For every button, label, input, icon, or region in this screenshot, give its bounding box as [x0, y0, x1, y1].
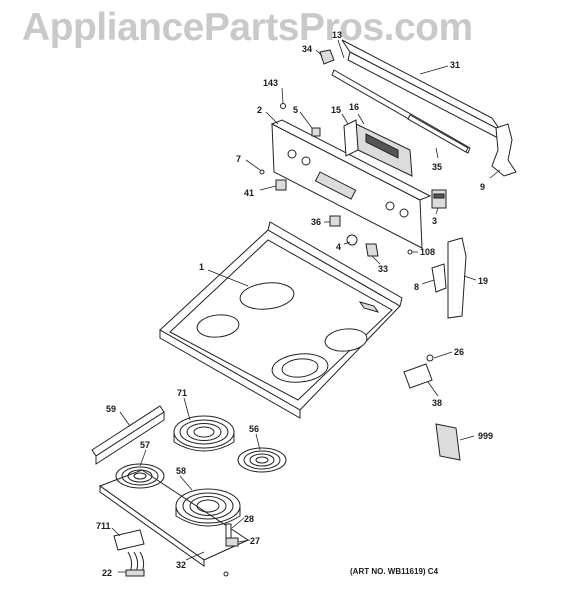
part-56-element[interactable] — [237, 447, 287, 473]
part-108-screw[interactable] — [407, 249, 413, 255]
part-3-switch[interactable] — [431, 189, 447, 209]
part-7-screw[interactable] — [259, 169, 265, 175]
part-34-clip[interactable] — [319, 49, 335, 65]
label-57: 57 — [140, 440, 150, 450]
label-7: 7 — [236, 154, 241, 164]
label-33: 33 — [378, 264, 388, 274]
part-9-bracket[interactable] — [491, 123, 517, 177]
label-15: 15 — [331, 105, 341, 115]
part-711-receptacle[interactable] — [113, 529, 145, 551]
part-1-cooktop[interactable] — [159, 221, 403, 419]
label-711: 711 — [96, 521, 111, 531]
label-108: 108 — [420, 247, 435, 257]
part-58-element[interactable] — [175, 488, 241, 527]
part-36-knob[interactable] — [329, 215, 341, 227]
label-143: 143 — [263, 78, 278, 88]
part-5-knob[interactable] — [311, 127, 321, 137]
part-26-screw[interactable] — [426, 354, 434, 362]
label-5: 5 — [293, 105, 298, 115]
part-4-knob[interactable] — [346, 234, 358, 246]
label-59: 59 — [106, 404, 116, 414]
label-26: 26 — [454, 347, 464, 357]
part-27-clip[interactable] — [225, 537, 239, 547]
label-1: 1 — [199, 262, 204, 272]
label-4: 4 — [336, 242, 341, 252]
label-9: 9 — [480, 182, 485, 192]
part-22-wire-harness[interactable] — [125, 551, 145, 577]
label-3: 3 — [432, 216, 437, 226]
part-8-bracket[interactable] — [431, 263, 447, 293]
part-143-screw[interactable] — [280, 103, 286, 109]
label-19: 19 — [478, 276, 488, 286]
art-number: (ART NO. WB11619) C4 — [350, 567, 439, 576]
label-31: 31 — [450, 60, 460, 70]
part-999-card[interactable] — [435, 423, 461, 461]
watermark: AppliancePartsPros.com — [22, 6, 473, 49]
part-57-element[interactable] — [115, 463, 165, 489]
label-36: 36 — [311, 217, 321, 227]
part-32-drip-bracket[interactable] — [98, 469, 250, 567]
label-22: 22 — [102, 568, 112, 578]
label-27: 27 — [250, 536, 260, 546]
label-34: 34 — [302, 44, 312, 54]
part-35-rod[interactable] — [407, 114, 469, 153]
label-38: 38 — [432, 398, 442, 408]
part-33-knob[interactable] — [365, 243, 379, 257]
label-8: 8 — [414, 282, 419, 292]
label-32: 32 — [176, 560, 186, 570]
label-56: 56 — [249, 424, 259, 434]
label-999: 999 — [478, 431, 493, 441]
label-2: 2 — [257, 105, 262, 115]
label-16: 16 — [349, 102, 359, 112]
part-15-overlay[interactable] — [343, 119, 359, 157]
part-16-clock-board[interactable] — [355, 123, 413, 177]
label-58: 58 — [176, 466, 186, 476]
label-35: 35 — [432, 162, 442, 172]
label-13: 13 — [332, 30, 342, 40]
part-71-element[interactable] — [173, 415, 235, 452]
part-59-rail[interactable] — [91, 405, 165, 465]
part-2-control-panel[interactable] — [270, 119, 432, 249]
label-71: 71 — [177, 388, 187, 398]
label-41: 41 — [244, 188, 254, 198]
part-19-side-bracket[interactable] — [447, 237, 467, 319]
label-28: 28 — [244, 514, 254, 524]
part-28-post[interactable] — [225, 523, 232, 539]
part-38-cover[interactable] — [403, 363, 433, 389]
part-41-switch[interactable] — [275, 179, 287, 191]
